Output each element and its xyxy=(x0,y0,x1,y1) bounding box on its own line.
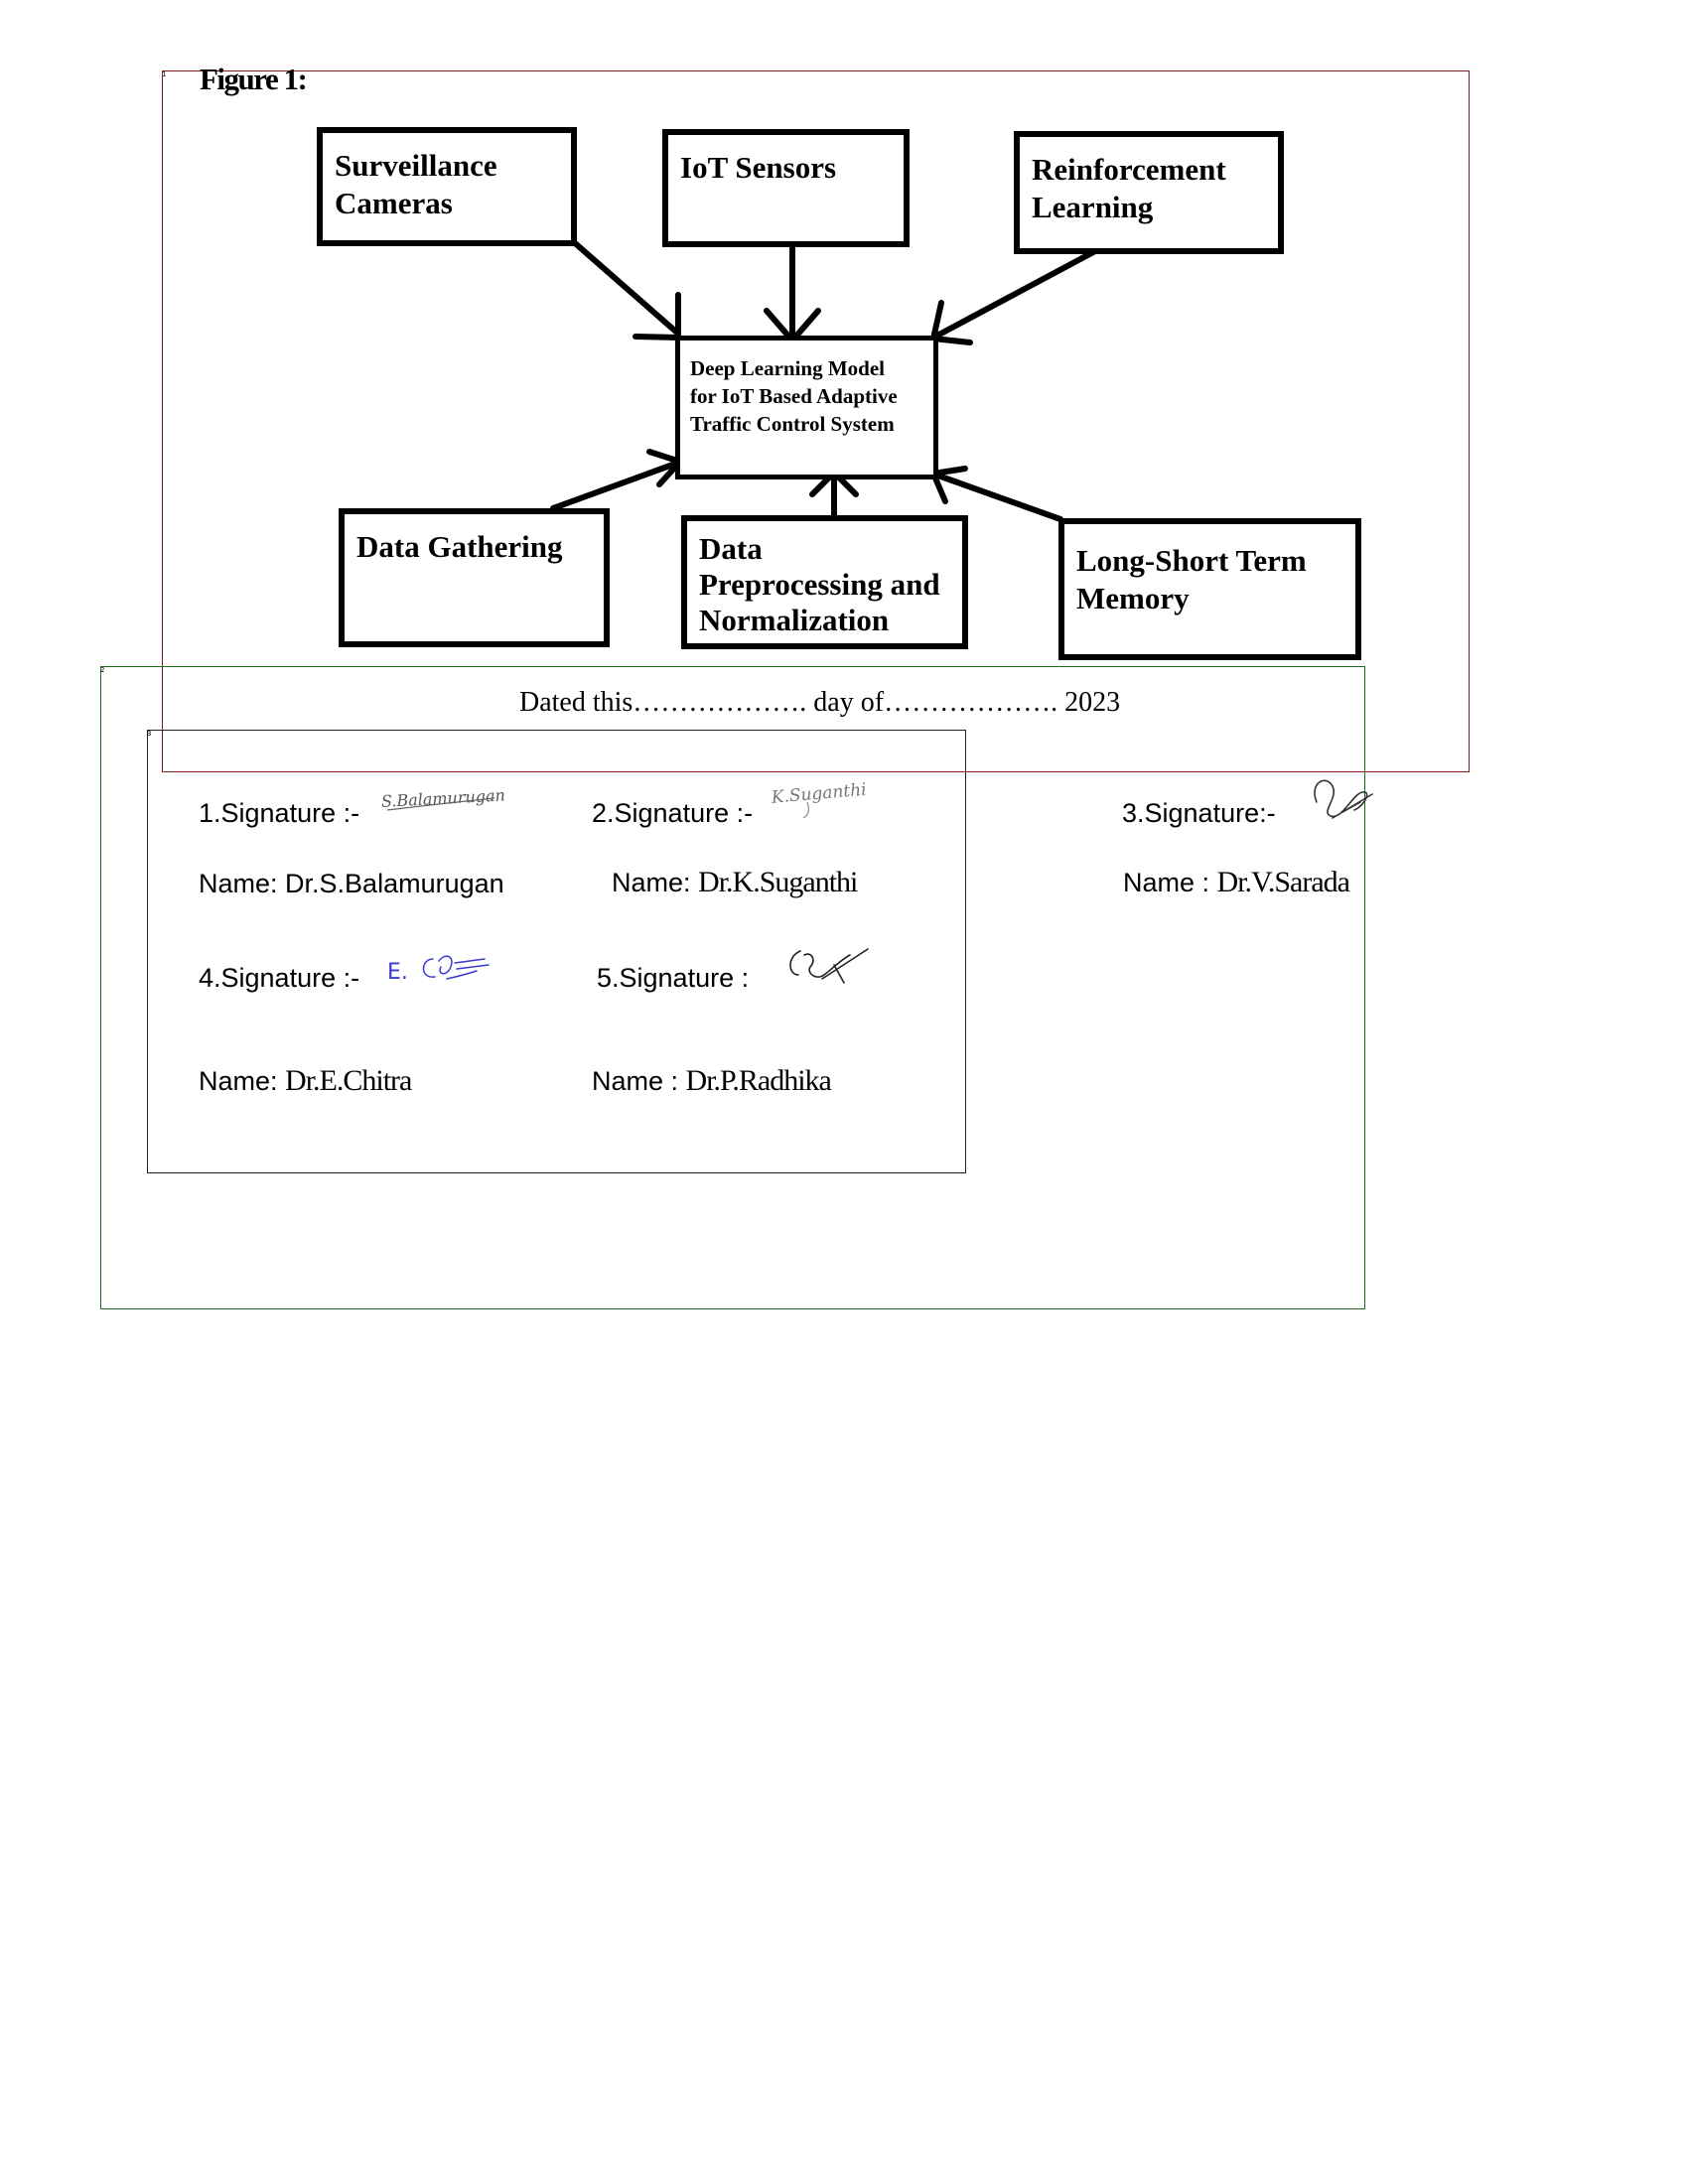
node-reinforcement-learning: Reinforcement Learning xyxy=(1014,131,1284,254)
arrow-lstm xyxy=(932,472,1063,522)
signature-1-name-value: Dr.S.Balamurugan xyxy=(285,869,504,898)
signature-2-name-value: Dr.K.Suganthi xyxy=(698,866,858,898)
signature-3-name: Name : Dr.V.Sarada xyxy=(1123,866,1350,899)
signature-3-image xyxy=(1314,779,1373,819)
signature-4-label: 4.Signature :- xyxy=(199,963,360,993)
arrow-data-gathering xyxy=(550,460,681,511)
node-lstm-line1: Long-Short Term xyxy=(1076,543,1307,578)
signature-5-name-value: Dr.P.Radhika xyxy=(685,1064,832,1097)
node-preprocessing-line2: Preprocessing and xyxy=(699,567,940,602)
svg-text:S.Balamurugan: S.Balamurugan xyxy=(381,785,506,811)
signature-3-label: 3.Signature:- xyxy=(1122,798,1276,828)
signature-1-label: 1.Signature :- xyxy=(199,798,360,828)
figure-title: Figure 1: xyxy=(200,62,308,96)
arrow-surveillance xyxy=(571,239,681,337)
node-surveillance-cameras: Surveillance Cameras xyxy=(317,127,577,246)
signature-3-name-prefix: Name : xyxy=(1123,868,1217,897)
signature-5-name: Name : Dr.P.Radhika xyxy=(592,1064,832,1098)
node-center-line2: for IoT Based Adaptive xyxy=(690,384,898,408)
node-data-preprocessing: Data Preprocessing and Normalization xyxy=(681,515,968,649)
anchor-mark-2: 2 xyxy=(100,666,105,674)
node-iot-line1: IoT Sensors xyxy=(680,150,837,185)
signature-4-name-value: Dr.E.Chitra xyxy=(285,1064,412,1097)
figure-frame xyxy=(162,70,1470,772)
anchor-mark-3: 3 xyxy=(147,730,152,738)
signature-5-name-prefix: Name : xyxy=(592,1066,686,1096)
node-data-gathering-line1: Data Gathering xyxy=(356,529,563,564)
node-iot-sensors: IoT Sensors xyxy=(662,129,910,247)
node-reinforcement-line1: Reinforcement xyxy=(1032,152,1226,187)
signature-2-image: K.Suganthi xyxy=(770,780,867,819)
node-preprocessing-line3: Normalization xyxy=(699,603,890,637)
svg-text:E.: E. xyxy=(387,960,408,985)
node-lstm-line2: Memory xyxy=(1076,581,1190,615)
node-center-line3: Traffic Control System xyxy=(690,412,895,436)
signature-5-label: 5.Signature : xyxy=(597,963,750,993)
node-deep-learning-model: Deep Learning Model for IoT Based Adapti… xyxy=(675,336,938,479)
anchor-mark-1: 1 xyxy=(162,70,167,78)
signature-1-name: Name: Dr.S.Balamurugan xyxy=(199,869,504,899)
svg-text:K.Suganthi: K.Suganthi xyxy=(770,780,867,808)
signature-2-name: Name: Dr.K.Suganthi xyxy=(612,866,858,899)
signature-2-label: 2.Signature :- xyxy=(592,798,754,828)
signature-5-image xyxy=(789,948,869,984)
signature-2-name-prefix: Name: xyxy=(612,868,699,897)
node-long-short-term-memory: Long-Short Term Memory xyxy=(1058,518,1361,660)
signature-4-image: E. xyxy=(387,955,490,985)
signature-3-name-value: Dr.V.Sarada xyxy=(1216,866,1350,898)
signature-1-name-prefix: Name: xyxy=(199,869,286,898)
node-surveillance-line2: Cameras xyxy=(335,186,453,220)
node-surveillance-line1: Surveillance xyxy=(335,148,497,183)
signature-table-frame xyxy=(147,730,966,1173)
node-reinforcement-line2: Learning xyxy=(1032,190,1154,224)
node-data-gathering: Data Gathering xyxy=(339,508,610,647)
dated-line: Dated this………………. day of………………. 2023 xyxy=(519,687,1121,718)
signature-4-name: Name: Dr.E.Chitra xyxy=(199,1064,412,1098)
signature-4-name-prefix: Name: xyxy=(199,1066,286,1096)
node-center-line1: Deep Learning Model xyxy=(690,356,885,380)
node-preprocessing-line1: Data xyxy=(699,531,763,566)
signature-1-image: S.Balamurugan xyxy=(381,785,506,811)
arrow-reinforcement xyxy=(932,248,1098,340)
declaration-frame xyxy=(100,666,1365,1309)
